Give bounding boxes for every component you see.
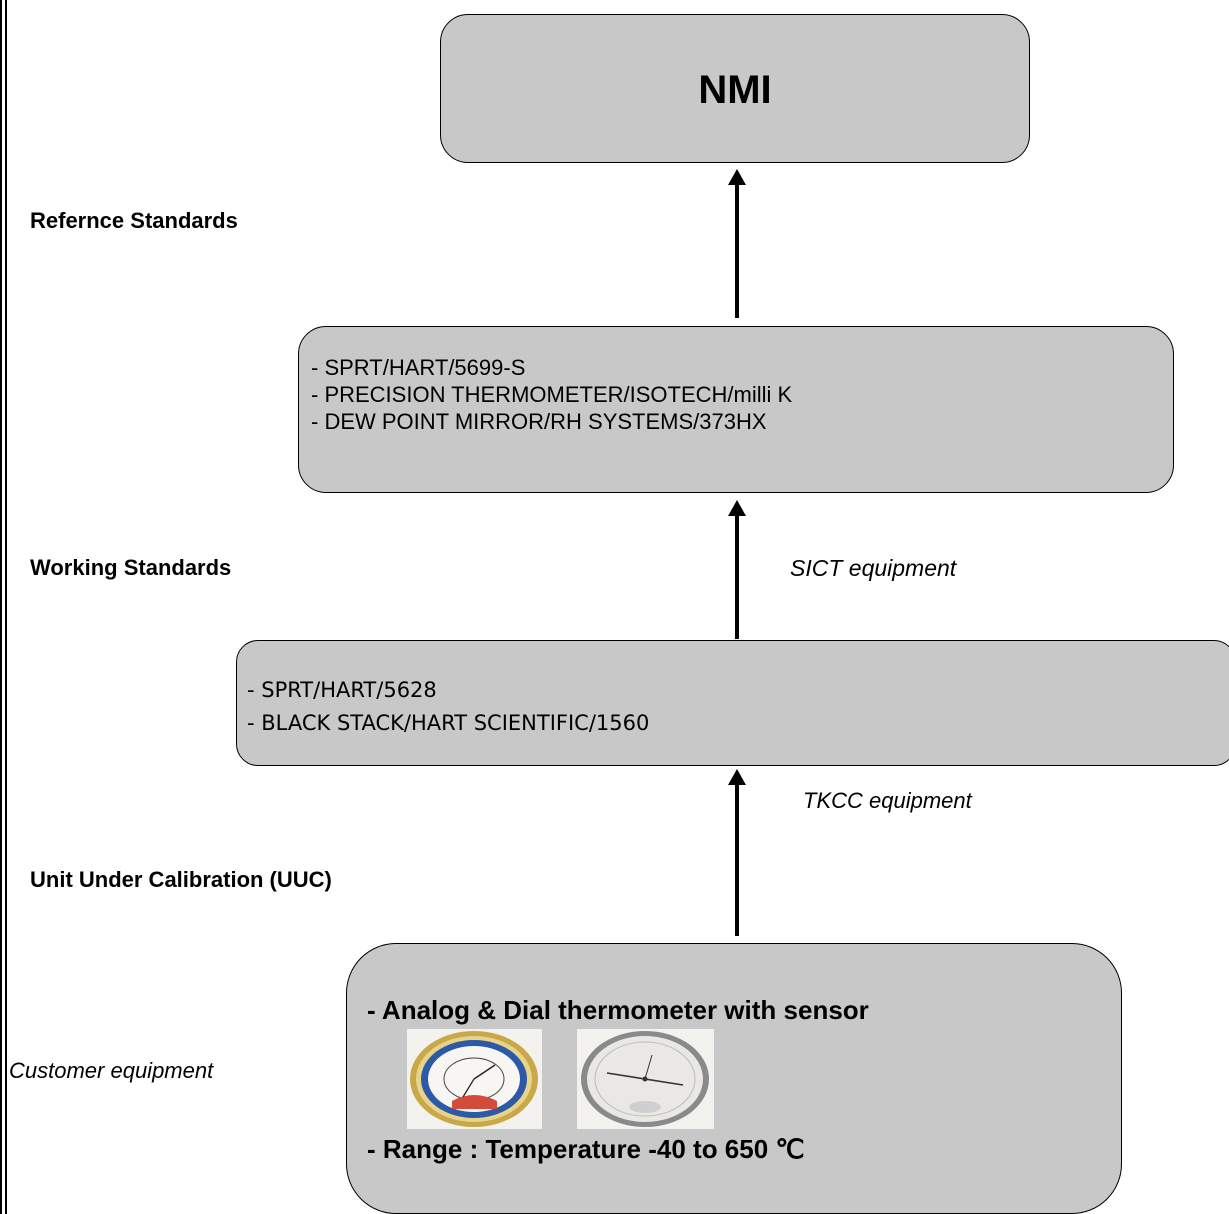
reference-standards-box: - SPRT/HART/5699-S - PRECISION THERMOMET… (298, 326, 1174, 493)
reference-item: - SPRT/HART/5699-S (311, 355, 526, 380)
uuc-range: - Range : Temperature -40 to 650 ℃ (367, 1134, 805, 1164)
page-left-border-inner (5, 0, 7, 1214)
uuc-box: - Analog & Dial thermometer with sensor … (346, 943, 1122, 1214)
arrowhead-icon (728, 769, 746, 785)
dial-thermometer-image (577, 1029, 714, 1129)
label-sict-equipment: SICT equipment (790, 555, 957, 581)
reference-item: - DEW POINT MIRROR/RH SYSTEMS/373HX (311, 409, 767, 434)
working-item: - SPRT/HART/5628 (247, 678, 437, 702)
label-uuc: Unit Under Calibration (UUC) (30, 867, 332, 892)
label-working-standards: Working Standards (30, 555, 232, 580)
arrow-reference-to-nmi (728, 169, 746, 318)
working-items: - SPRT/HART/5628 - BLACK STACK/HART SCIE… (247, 674, 649, 740)
arrow-uuc-to-working (728, 769, 746, 936)
reference-item: - PRECISION THERMOMETER/ISOTECH/milli K (311, 382, 793, 407)
label-reference-standards: Refernce Standards (30, 208, 238, 233)
label-tkcc-equipment: TKCC equipment (803, 788, 972, 813)
page-left-border (0, 0, 2, 1214)
nmi-title: NMI (698, 68, 772, 112)
arrow-working-to-reference (728, 500, 746, 639)
nmi-box: NMI (440, 14, 1030, 163)
label-customer-equipment: Customer equipment (9, 1058, 214, 1083)
uuc-description: - Analog & Dial thermometer with sensor (367, 995, 869, 1025)
reference-items: - SPRT/HART/5699-S - PRECISION THERMOMET… (311, 354, 792, 435)
arrowhead-icon (728, 500, 746, 516)
thermo-hygrometer-image (407, 1029, 542, 1129)
working-item: - BLACK STACK/HART SCIENTIFIC/1560 (247, 711, 650, 735)
working-standards-box: - SPRT/HART/5628 - BLACK STACK/HART SCIE… (236, 640, 1229, 766)
arrowhead-icon (728, 169, 746, 185)
